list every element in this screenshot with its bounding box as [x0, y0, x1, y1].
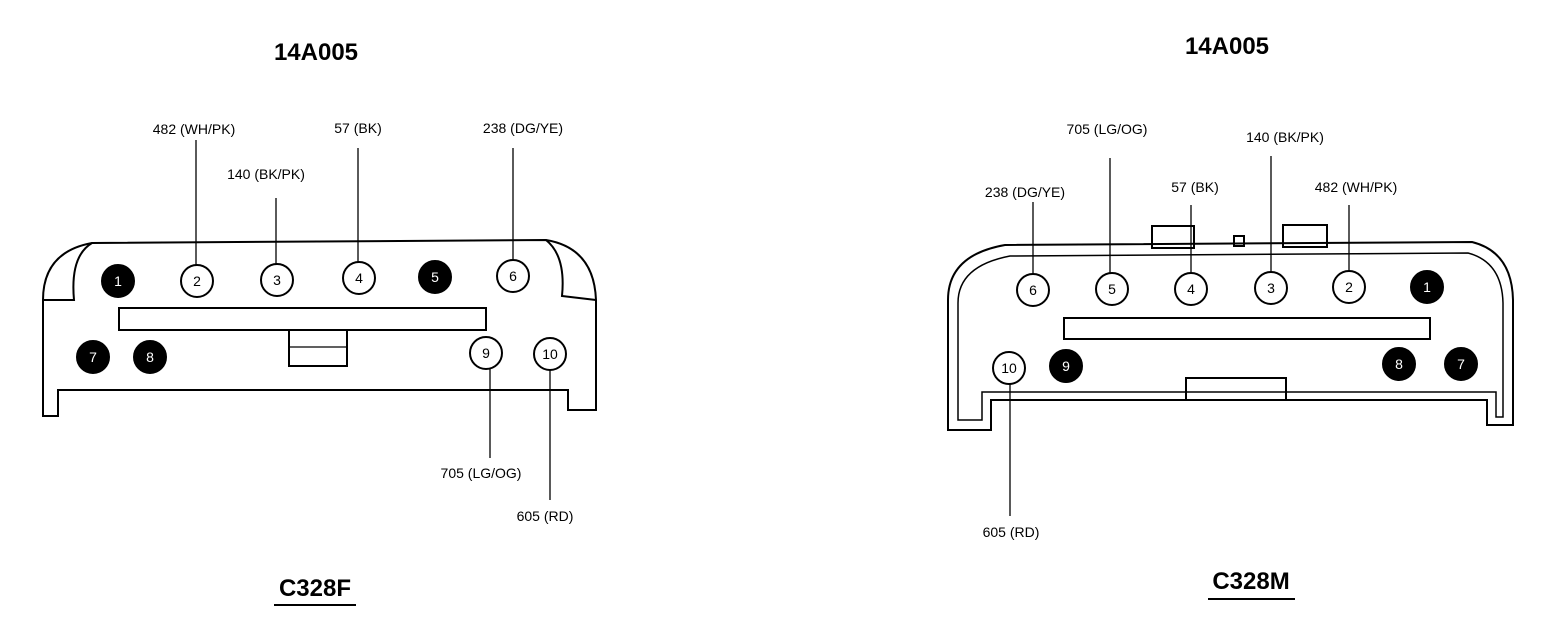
svg-text:6: 6 — [1029, 282, 1037, 298]
pin-1: 1 — [101, 264, 135, 298]
svg-text:8: 8 — [146, 349, 154, 365]
svg-text:2: 2 — [193, 273, 201, 289]
wire-label: 705 (LG/OG) — [1067, 121, 1148, 137]
wire-label: 57 (BK) — [1171, 179, 1218, 195]
wire-label: 57 (BK) — [334, 120, 381, 136]
connector-title: 14A005 — [1185, 33, 1269, 60]
latch-tab — [288, 329, 348, 367]
svg-text:8: 8 — [1395, 356, 1403, 372]
svg-text:4: 4 — [355, 270, 363, 286]
pin-5: 5 — [1095, 272, 1129, 306]
pin-5: 5 — [418, 260, 452, 294]
pin-6: 6 — [496, 259, 530, 293]
connector-c328m: 14A005 238 (DG/YE) 705 (LG/OG) 57 (BK) 1… — [947, 33, 1514, 600]
svg-text:7: 7 — [1457, 356, 1465, 372]
wire-label: 482 (WH/PK) — [1315, 179, 1397, 195]
connector-housing — [947, 240, 1514, 431]
wire-label: 605 (RD) — [517, 508, 574, 524]
housing-tab — [1282, 224, 1328, 248]
pin-4: 4 — [342, 261, 376, 295]
pin-3: 3 — [1254, 271, 1288, 305]
pin-2: 2 — [1332, 270, 1366, 304]
housing-tab — [1151, 225, 1195, 249]
svg-text:10: 10 — [542, 346, 558, 362]
connector-c328f: 14A005 482 (WH/PK) 140 (BK/PK) 57 (BK) 2… — [42, 39, 597, 606]
pin-10: 10 — [533, 337, 567, 371]
wire-label: 140 (BK/PK) — [1246, 129, 1324, 145]
wire-label: 238 (DG/YE) — [985, 184, 1065, 200]
svg-text:1: 1 — [114, 273, 122, 289]
wire-label: 140 (BK/PK) — [227, 166, 305, 182]
pin-9: 9 — [469, 336, 503, 370]
svg-text:10: 10 — [1001, 360, 1017, 376]
connector-housing — [42, 238, 597, 417]
svg-text:9: 9 — [482, 345, 490, 361]
svg-text:5: 5 — [1108, 281, 1116, 297]
housing-left-corner — [43, 242, 93, 301]
pin-8: 8 — [133, 340, 167, 374]
housing-tab — [1233, 235, 1245, 247]
pin-3: 3 — [260, 263, 294, 297]
svg-text:9: 9 — [1062, 358, 1070, 374]
connector-caption: C328F — [279, 575, 351, 602]
pin-4: 4 — [1174, 272, 1208, 306]
key-slot — [1063, 317, 1431, 340]
pin-8: 8 — [1382, 347, 1416, 381]
connector-caption: C328M — [1212, 568, 1289, 595]
pin-9: 9 — [1049, 349, 1083, 383]
svg-text:3: 3 — [1267, 280, 1275, 296]
latch-tab — [1185, 377, 1287, 401]
svg-text:5: 5 — [431, 269, 439, 285]
svg-text:7: 7 — [89, 349, 97, 365]
svg-text:2: 2 — [1345, 279, 1353, 295]
housing-right-corner — [545, 239, 597, 301]
pin-7: 7 — [1444, 347, 1478, 381]
pin-1: 1 — [1410, 270, 1444, 304]
svg-text:4: 4 — [1187, 281, 1195, 297]
connector-title: 14A005 — [274, 39, 358, 66]
pin-7: 7 — [76, 340, 110, 374]
svg-text:3: 3 — [273, 272, 281, 288]
wire-label: 705 (LG/OG) — [441, 465, 522, 481]
svg-text:6: 6 — [509, 268, 517, 284]
wire-label: 238 (DG/YE) — [483, 120, 563, 136]
wire-label: 482 (WH/PK) — [153, 121, 235, 137]
pin-10: 10 — [992, 351, 1026, 385]
connector-housing-inner — [957, 252, 1504, 421]
key-slot — [118, 307, 487, 331]
wire-label: 605 (RD) — [983, 524, 1040, 540]
svg-text:1: 1 — [1423, 279, 1431, 295]
pin-6: 6 — [1016, 273, 1050, 307]
pin-2: 2 — [180, 264, 214, 298]
